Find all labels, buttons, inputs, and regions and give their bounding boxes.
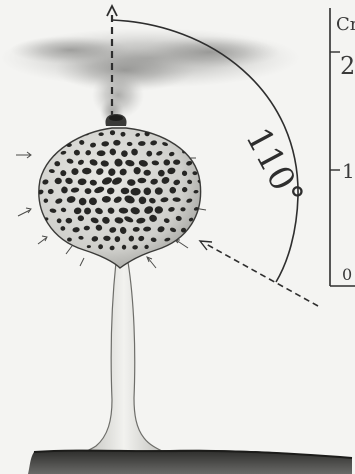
lattice-cell [110, 130, 115, 135]
angle-label: 110° [237, 121, 311, 212]
ground [28, 450, 352, 474]
scale-tick-2: 2 [340, 52, 355, 80]
scale-unit: Cm [336, 14, 355, 35]
ostiole [105, 114, 126, 126]
stalk [80, 262, 168, 454]
lattice-cell [144, 170, 151, 176]
scale-bar: Cm 2 1 0 [330, 8, 355, 286]
diagonal-arrow [200, 241, 318, 306]
scale-tick-1: 1 [342, 159, 355, 183]
scale-tick-0: 0 [342, 265, 352, 284]
globe [37, 128, 205, 268]
spore-spray [0, 28, 300, 126]
lattice-cell [37, 168, 42, 173]
